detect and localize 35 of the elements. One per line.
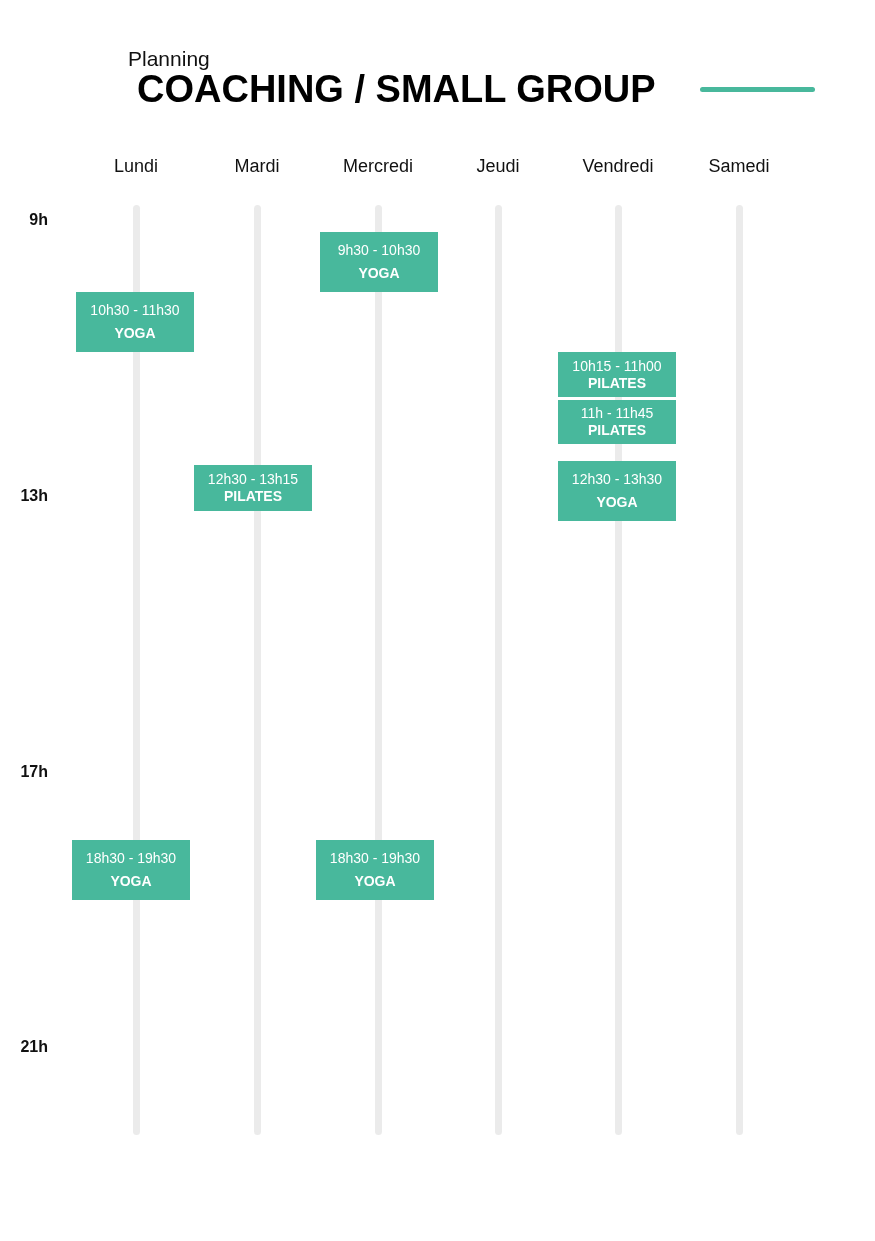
class-box xyxy=(72,840,190,900)
day-label: Lundi xyxy=(112,156,159,177)
class-box xyxy=(320,232,438,292)
class-name: YOGA xyxy=(354,873,396,890)
hour-label: 9h xyxy=(28,211,48,229)
time-text: 9h30 - 10h30 xyxy=(337,242,421,259)
class-name: PILATES xyxy=(587,422,647,439)
class-name: PILATES xyxy=(223,488,283,505)
heading-label: Planning xyxy=(128,47,210,71)
class-box xyxy=(194,465,312,511)
class-box xyxy=(316,840,434,900)
hour-label: 21h xyxy=(19,1038,48,1056)
class-name: YOGA xyxy=(114,325,156,342)
time-text: 18h30 - 19h30 xyxy=(329,850,421,867)
time-text: 10h30 - 11h30 xyxy=(90,302,180,319)
class-name: YOGA xyxy=(358,265,400,282)
time-text: 12h30 - 13h30 xyxy=(571,471,663,488)
day-label: Mardi xyxy=(233,156,281,177)
time-text: 12h30 - 13h15 xyxy=(207,471,299,488)
class-box xyxy=(558,352,676,397)
class-name: YOGA xyxy=(110,873,152,890)
class-name: YOGA xyxy=(596,494,638,511)
time-text: 18h30 - 19h30 xyxy=(85,850,177,867)
time-text: 11h - 11h45 xyxy=(580,405,654,422)
hour-label: 17h xyxy=(19,763,48,781)
day-label: Samedi xyxy=(707,156,771,177)
class-box xyxy=(558,400,676,444)
class-box xyxy=(558,461,676,521)
day-label: Mercredi xyxy=(342,156,414,177)
day-label: Vendredi xyxy=(581,156,655,177)
hour-label: 13h xyxy=(19,487,48,505)
time-text: 10h15 - 11h00 xyxy=(572,357,662,375)
class-box xyxy=(76,292,194,352)
day-label: Jeudi xyxy=(475,156,521,177)
class-name: PILATES xyxy=(587,374,647,392)
